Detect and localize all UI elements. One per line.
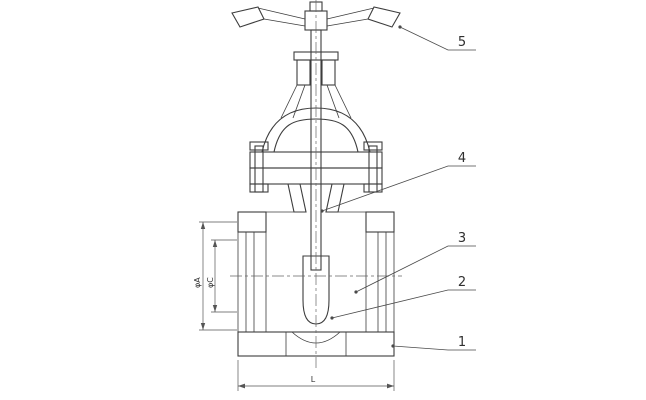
callout-2-label: 2: [458, 275, 466, 290]
callout-3: 3: [354, 231, 476, 294]
callout-4-label: 4: [458, 151, 466, 166]
end-flange-right: [365, 211, 395, 233]
gland-block-left: [296, 59, 311, 86]
callout-5-label: 5: [458, 35, 466, 50]
dimension-length-label: L: [311, 375, 316, 384]
body-bottom-wall: [290, 331, 342, 344]
bonnet-neck-wall-right: [325, 183, 345, 213]
handwheel: [231, 1, 401, 31]
dimension-phi-c: φC: [206, 239, 237, 313]
callout-4: 4: [320, 151, 476, 213]
callout-1-leader: [392, 345, 476, 351]
bonnet-neck-wall-left: [287, 183, 307, 213]
gland-block-right: [321, 59, 336, 86]
dimension-phi-a-label: φA: [193, 277, 202, 288]
end-flange-left: [237, 211, 267, 233]
callout-3-leader: [355, 245, 476, 293]
callout-5-leader: [399, 26, 476, 51]
handwheel-rim-left: [231, 6, 265, 28]
callout-5: 5: [398, 25, 476, 51]
callout-4-leader: [321, 165, 476, 212]
callout-2: 2: [330, 275, 476, 320]
callout-1: 1: [391, 335, 476, 351]
flange-bolt-left: [249, 141, 269, 193]
dimension-phi-c-label: φC: [206, 277, 215, 288]
handwheel-rim-right: [367, 6, 401, 28]
callout-2-leader: [331, 289, 476, 319]
dimension-phi-a: φA: [193, 221, 237, 331]
callout-3-label: 3: [458, 231, 466, 246]
valve-body: [237, 211, 395, 357]
dimension-length: L: [237, 360, 395, 391]
flange-bolt-right: [363, 141, 383, 193]
callout-1-label: 1: [458, 335, 466, 350]
